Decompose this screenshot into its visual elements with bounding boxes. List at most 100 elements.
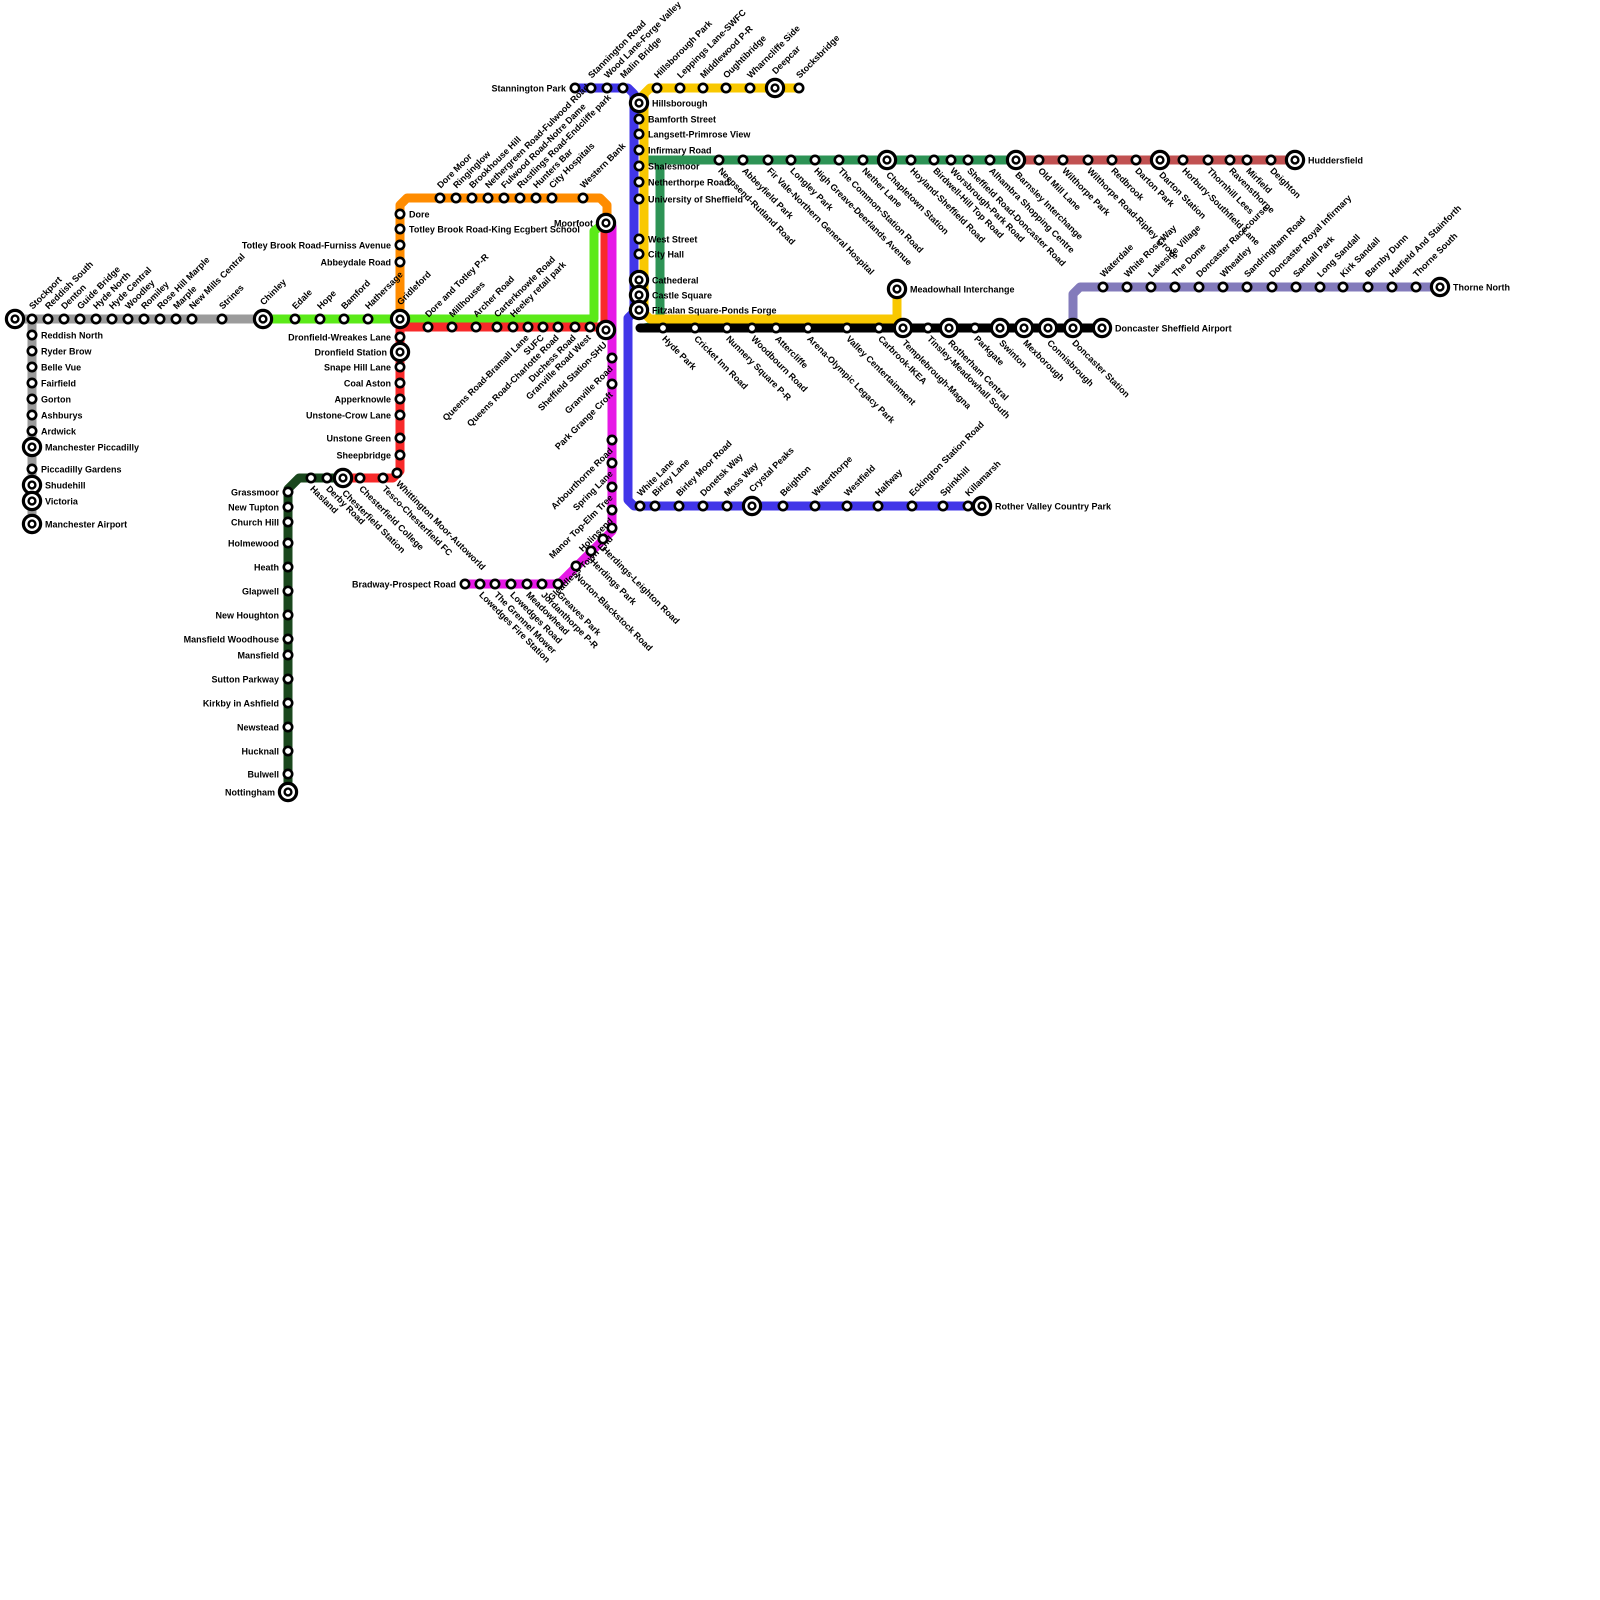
station-marker [1169, 281, 1181, 293]
station-dore: Dore [394, 208, 430, 220]
station-marker [809, 154, 821, 166]
station-marker [585, 82, 597, 94]
station-marker [585, 545, 597, 557]
station-abbeydale-road: Abbeydale Road [320, 256, 406, 268]
interchange-marker [747, 501, 757, 511]
station-marker [26, 313, 38, 325]
station-marker [282, 585, 294, 597]
interchange-marker [258, 314, 268, 324]
station-marker [777, 500, 789, 512]
station-label: Shudehill [45, 481, 86, 491]
station-marker [762, 154, 774, 166]
station-marker [546, 192, 558, 204]
station-marker [873, 322, 885, 334]
station-marker [394, 432, 406, 444]
station-marker [289, 313, 301, 325]
station-label: Heath [254, 563, 279, 573]
station-marker [606, 457, 618, 469]
station-marker [633, 160, 645, 172]
station-marker [1337, 281, 1349, 293]
station-marker [491, 321, 503, 333]
station-marker [338, 313, 350, 325]
station-marker [489, 578, 501, 590]
station-cricket-inn-road: Cricket Inn Road [689, 322, 750, 391]
station-label: Abbeydale Road [320, 258, 391, 268]
station-city-hall: City Hall [633, 248, 684, 260]
station-marker [857, 154, 869, 166]
station-meadowhall-interchange: Meadowhall Interchange [886, 278, 1015, 300]
station-huddersfield: Huddersfield [1284, 149, 1363, 171]
station-marker [584, 321, 596, 333]
station-marker [674, 82, 686, 94]
station-label: Glapwell [242, 587, 279, 597]
station-label: Church Hill [231, 518, 279, 528]
station-label: Piccadilly Gardens [41, 465, 122, 475]
station-marker [394, 377, 406, 389]
station-label: Fitzalan Square-Ponds Forge [652, 306, 777, 316]
station-label: Thorne North [1453, 283, 1510, 293]
station-marker [537, 321, 549, 333]
station-hucknall: Hucknall [241, 745, 294, 757]
station-marker [569, 321, 581, 333]
station-marker [649, 500, 661, 512]
station-marker [321, 472, 333, 484]
station-totley-brook-road-furniss-avenue: Totley Brook Road-Furniss Avenue [242, 239, 406, 251]
station-marker [26, 377, 38, 389]
station-marker [282, 697, 294, 709]
station-stannington-park: Stannington Park [491, 82, 581, 94]
station-label: Holmewood [228, 539, 279, 549]
line-doncaster-purple [1068, 282, 1445, 330]
station-label: Snape Hill Lane [324, 363, 391, 373]
station-university-of-sheffield: University of Sheffield [633, 193, 743, 205]
station-marker [1266, 281, 1278, 293]
station-marker [737, 154, 749, 166]
station-new-tupton: New Tupton [228, 501, 294, 513]
station-marker [394, 393, 406, 405]
station-label: Edale [290, 287, 314, 311]
station-marker [122, 313, 134, 325]
station-label: Apperknowle [334, 395, 391, 405]
station-marker [651, 82, 663, 94]
station-marker [841, 322, 853, 334]
station-label: West Street [648, 235, 697, 245]
station-marker [282, 516, 294, 528]
station-label: New Mills Central [187, 251, 247, 311]
station-label: Unstone Green [326, 434, 391, 444]
interchange-marker [10, 314, 20, 324]
station-label: Unstone-Crow Lane [306, 411, 391, 421]
interchange-marker [1290, 155, 1300, 165]
station-marker [466, 192, 478, 204]
station-marker [536, 578, 548, 590]
station-gorton: Gorton [26, 393, 71, 405]
station-marker [354, 472, 366, 484]
station-marker [713, 154, 725, 166]
station-label: Sutton Parkway [211, 675, 279, 685]
station-marker [305, 472, 317, 484]
station-label: Totley Brook Road-Furniss Avenue [242, 241, 391, 251]
interchange-marker [27, 519, 37, 529]
station-marker [606, 434, 618, 446]
station-marker [905, 154, 917, 166]
station-label: Stannington Park [491, 84, 566, 94]
station-label: Beighton [778, 464, 813, 499]
station-marker [802, 322, 814, 334]
interchange-marker [1011, 155, 1021, 165]
interchange-marker [634, 290, 644, 300]
station-mansfield: Mansfield [237, 649, 294, 661]
station-marker [721, 322, 733, 334]
station-marker [1290, 281, 1302, 293]
station-marker [606, 352, 618, 364]
station-marker [984, 154, 996, 166]
station-totley-brook-road-king-ecgbert-school: Totley Brook Road-King Ecgbert School [394, 223, 580, 235]
station-label: Castle Square [652, 291, 712, 301]
station-marker [26, 393, 38, 405]
station-coal-aston: Coal Aston [344, 377, 406, 389]
station-label: Cathederal [652, 276, 699, 286]
station-mansfield-woodhouse: Mansfield Woodhouse [184, 633, 294, 645]
station-church-hill: Church Hill [231, 516, 294, 528]
interchange-marker [882, 155, 892, 165]
station-label: Meadowhall Interchange [910, 285, 1015, 295]
station-marker [633, 248, 645, 260]
interchange-marker [1043, 323, 1053, 333]
station-marker [833, 154, 845, 166]
